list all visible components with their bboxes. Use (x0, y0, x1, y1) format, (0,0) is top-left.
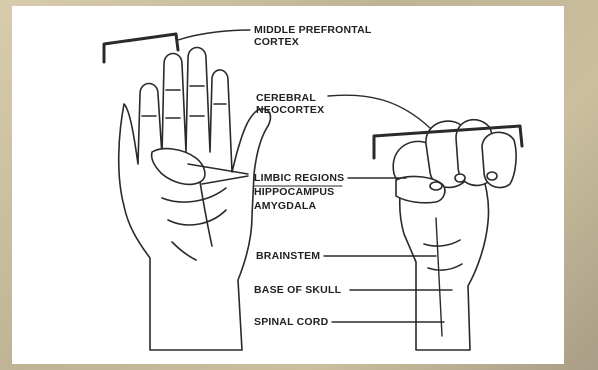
label-hippocampus: HIPPOCAMPUS (254, 186, 334, 198)
label-cerebral-neocortex: CEREBRAL NEOCORTEX (256, 92, 324, 116)
label-brainstem: BRAINSTEM (256, 250, 320, 262)
label-spinal-cord: SPINAL CORD (254, 316, 328, 328)
diagram-panel: MIDDLE PREFRONTAL CORTEX CEREBRAL NEOCOR… (12, 6, 564, 364)
hand-model-drawing (12, 6, 564, 364)
open-hand-icon (119, 48, 271, 351)
label-limbic-regions: LIMBIC REGIONS (254, 172, 344, 184)
label-middle-prefrontal-cortex: MIDDLE PREFRONTAL CORTEX (254, 24, 372, 48)
fist-icon (393, 120, 516, 350)
label-base-of-skull: BASE OF SKULL (254, 284, 341, 296)
label-amygdala: AMYGDALA (254, 200, 316, 212)
